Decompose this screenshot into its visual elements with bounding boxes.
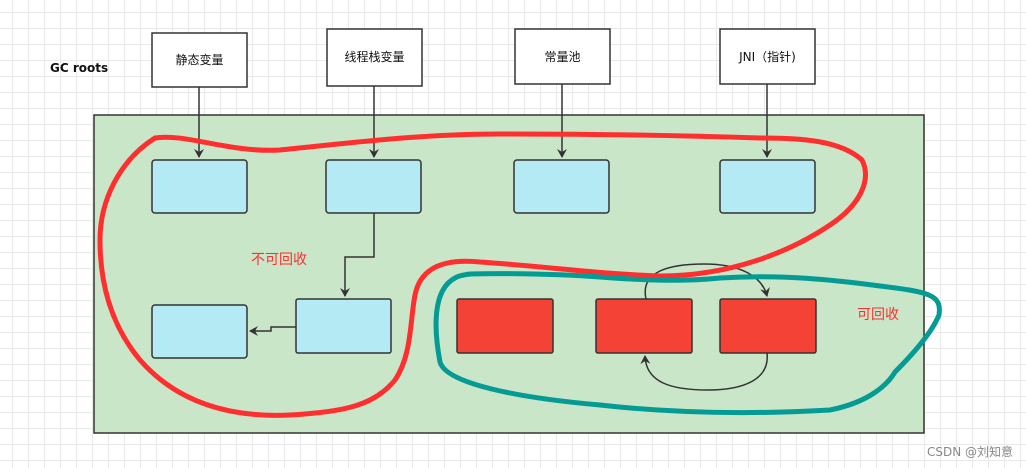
root-jni-pointer: JNI（指针) [719,28,816,85]
gc-roots-title: GC roots [50,61,108,75]
unreachable-label: 可回收 [857,307,899,323]
reachable-region-outline [97,131,868,418]
object-jni-ref [719,159,816,214]
root-constant-pool: 常量池 [514,28,611,85]
unreachable-region-outline [433,271,942,416]
arrow-chain-to-end [249,326,296,336]
object-chain-middle [295,298,392,354]
watermark: CSDN @刘知意 [927,444,1013,459]
object-chain-end [151,304,248,359]
garbage-object-2 [595,298,693,354]
arrow-obj2-to-chain [340,213,375,297]
root-static-vars: 静态变量 [151,32,248,88]
object-stack-ref [325,159,422,214]
garbage-object-1 [456,298,554,354]
object-pool-ref [513,159,610,214]
garbage-object-3 [719,298,817,354]
object-static-ref [151,159,248,214]
root-static-vars-label: 静态变量 [175,52,223,67]
root-jni-pointer-label: JNI（指针) [738,49,796,64]
root-thread-stack-vars: 线程栈变量 [326,28,423,87]
cycle-arrow-bottom [640,352,768,391]
root-constant-pool-label: 常量池 [544,50,580,64]
reachable-label: 不可回收 [251,252,307,268]
root-thread-stack-vars-label: 线程栈变量 [344,49,404,64]
